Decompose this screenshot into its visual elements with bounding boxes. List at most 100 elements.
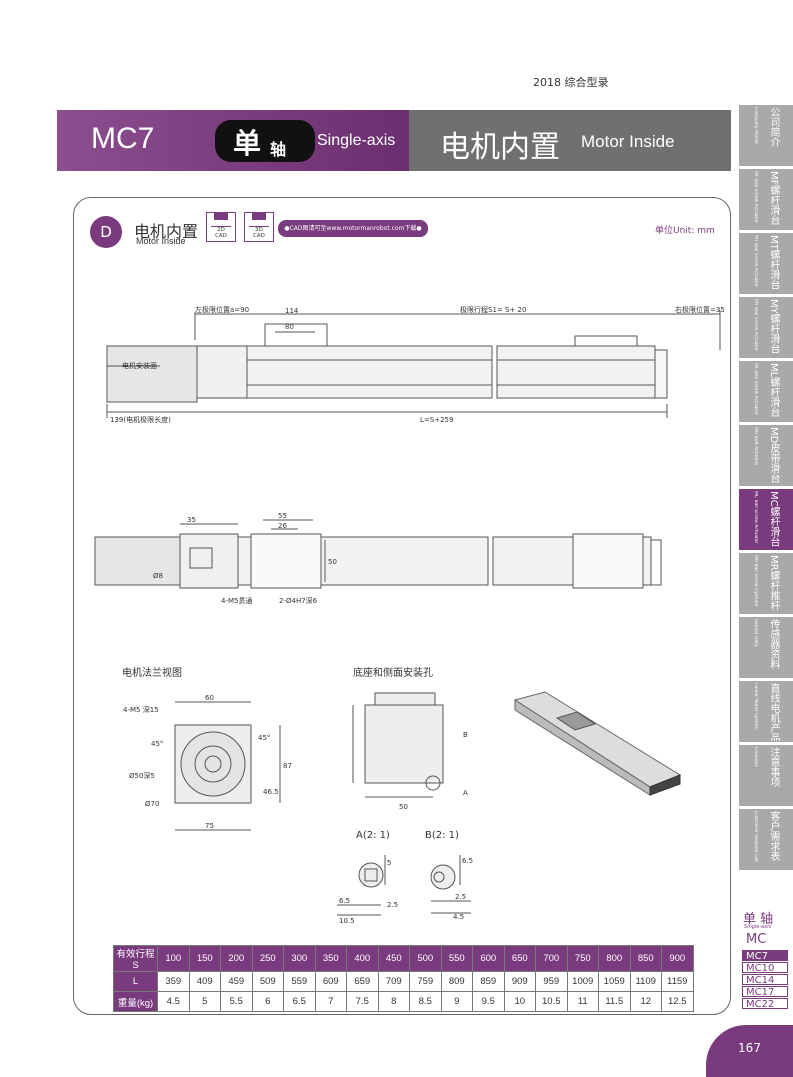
table-cell: 709 bbox=[377, 971, 410, 992]
sidebar-item[interactable]: MY Ball Screw Actuator MY螺杆滑台 bbox=[739, 297, 793, 359]
table-cell: 5 bbox=[188, 991, 221, 1012]
flange-ang-a: 45° bbox=[151, 740, 163, 748]
base-b-label: B bbox=[463, 731, 468, 739]
sidebar-item-label: 公司简介 bbox=[768, 107, 779, 147]
table-cell: 10 bbox=[503, 991, 536, 1012]
table-cell: 559 bbox=[283, 971, 316, 992]
sidebar-item-en: MR Ball Screw Cylinder bbox=[753, 555, 758, 607]
table-cell: 409 bbox=[188, 971, 221, 992]
table-cell: 909 bbox=[503, 971, 536, 992]
sidebar-item-en: MC Ball Screw Actuator bbox=[753, 491, 758, 544]
detail-b-title: B(2: 1) bbox=[425, 830, 459, 841]
sidebar-item-label: 直线电机产品 bbox=[768, 683, 779, 741]
row-label: L bbox=[113, 971, 158, 992]
section-subtitle: Motor Inside bbox=[136, 236, 186, 246]
sidebar-item-label: MF螺杆滑台 bbox=[768, 171, 779, 226]
detail-b-25: 2.5 bbox=[455, 893, 466, 901]
table-cell: 859 bbox=[472, 971, 505, 992]
dim-114: 114 bbox=[285, 307, 299, 315]
detail-b-45: 4.5 bbox=[453, 913, 464, 921]
table-cell: 400 bbox=[346, 945, 379, 972]
flange-title: 电机法兰视图 bbox=[122, 668, 182, 679]
sidebar-item-label: MT螺杆滑台 bbox=[768, 235, 779, 290]
base-title: 底座和侧面安装孔 bbox=[353, 668, 433, 679]
unit-label: 单位Unit: mm bbox=[655, 226, 715, 236]
table-cell: 1059 bbox=[598, 971, 631, 992]
detail-a-25: 2.5 bbox=[387, 901, 398, 909]
detail-a-65: 6.5 bbox=[339, 897, 350, 905]
sidebar-item-en: MF Ball Screw Actuator bbox=[753, 171, 758, 223]
base-drawing: B A 50 bbox=[352, 692, 468, 811]
sidebar-item-en: MY Ball Screw Actuator bbox=[753, 299, 758, 352]
table-cell: 700 bbox=[535, 945, 568, 972]
row-label: 重量(kg) bbox=[113, 991, 158, 1012]
sidebar-sub-cn: 单 轴 bbox=[743, 912, 774, 927]
table-cell: 11 bbox=[566, 991, 599, 1012]
sidebar-item-label: MD皮带滑台 bbox=[768, 427, 779, 484]
table-cell: 550 bbox=[440, 945, 473, 972]
cad-download-note[interactable]: ●CAD图请可至www.motormanrobot.com下载● bbox=[278, 220, 428, 237]
table-cell: 759 bbox=[409, 971, 442, 992]
flange-dim-75: 75 bbox=[205, 822, 214, 830]
flange-dia70: Ø70 bbox=[145, 800, 159, 808]
table-cell: 659 bbox=[346, 971, 379, 992]
model-link[interactable]: MC14 bbox=[742, 974, 788, 986]
sidebar-item-en: Cautions bbox=[753, 747, 758, 767]
type-pill: 单 轴 bbox=[215, 120, 315, 162]
detail-drawing: 5 6.5 2.5 10.5 6.5 2.5 4.5 bbox=[337, 855, 473, 925]
sidebar-item-en: Customer Request List bbox=[753, 811, 758, 862]
table-cell: 11.5 bbox=[598, 991, 631, 1012]
detail-a-105: 10.5 bbox=[339, 917, 355, 925]
sidebar-item-label: 注意事项 bbox=[768, 747, 779, 787]
table-cell: 150 bbox=[188, 945, 221, 972]
table-cell: 300 bbox=[283, 945, 316, 972]
side-view-drawing: 左极限位置a=90 114 80 极限行程S1= S+ 20 右极限位置=35 … bbox=[106, 305, 725, 424]
table-cell: 5.5 bbox=[220, 991, 253, 1012]
top-view-drawing: 35 55 26 50 Ø8 4-M5贯通 2-Ø4H7深6 bbox=[94, 512, 662, 605]
motor-mount-label: 电机安装面 bbox=[122, 361, 157, 370]
table-cell: 10.5 bbox=[535, 991, 568, 1012]
sidebar-item-en: Linear Motor System bbox=[753, 683, 758, 730]
model-link[interactable]: MC17 bbox=[742, 986, 788, 998]
flange-dia50: Ø50深5 bbox=[129, 771, 155, 780]
model-link[interactable]: MC22 bbox=[742, 998, 788, 1010]
model-name: MC7 bbox=[91, 122, 155, 155]
cad-3d-icon[interactable]: 3D CAD bbox=[244, 212, 274, 242]
cad-2d-icon[interactable]: 2D CAD bbox=[206, 212, 236, 242]
sidebar-sub-mc: MC bbox=[746, 932, 767, 947]
title-banner: MC7 单 轴 Single-axis 电机内置 Motor Inside bbox=[57, 110, 731, 171]
banner-right bbox=[409, 110, 731, 171]
sidebar-item[interactable]: Linear Motor System 直线电机产品 bbox=[739, 681, 793, 743]
flange-dim-60: 60 bbox=[205, 694, 214, 702]
section-title: 电机内置 bbox=[134, 222, 199, 241]
table-cell: 100 bbox=[157, 945, 190, 972]
sidebar-sub-en: Single-axis bbox=[744, 924, 772, 930]
table-cell: 9 bbox=[440, 991, 473, 1012]
table-cell: 959 bbox=[535, 971, 568, 992]
page-number: 167 bbox=[706, 1025, 793, 1077]
model-link[interactable]: MC10 bbox=[742, 962, 788, 974]
table-cell: 850 bbox=[629, 945, 662, 972]
table-cell: 4.5 bbox=[157, 991, 190, 1012]
sidebar-item[interactable]: MF Ball Screw Actuator MF螺杆滑台 bbox=[739, 169, 793, 231]
sidebar-item[interactable]: Cautions 注意事项 bbox=[739, 745, 793, 807]
table-cell: 459 bbox=[220, 971, 253, 992]
dim-80: 80 bbox=[285, 323, 294, 331]
table-cell: 609 bbox=[314, 971, 347, 992]
model-link[interactable]: MC7 bbox=[742, 950, 788, 962]
sidebar-item-label: ML螺杆滑台 bbox=[768, 363, 779, 418]
table-cell: 9.5 bbox=[472, 991, 505, 1012]
table-cell: 1109 bbox=[629, 971, 662, 992]
sidebar-item-label: MY螺杆滑台 bbox=[768, 299, 779, 354]
